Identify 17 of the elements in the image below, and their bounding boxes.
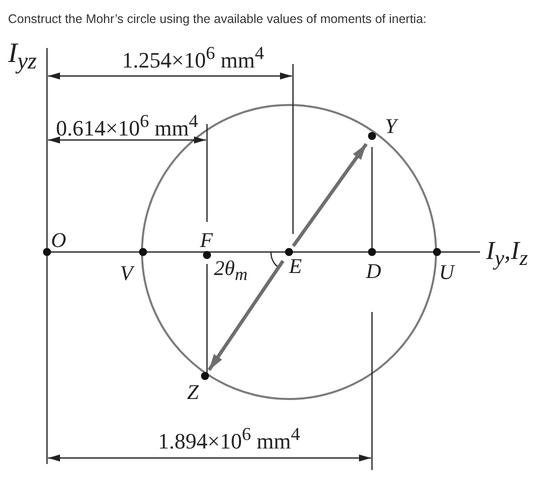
point-label: D — [366, 261, 382, 282]
dimension-text: 1.894×10$^{6}$ mm$^{4}$ — [158, 425, 300, 452]
arrow — [292, 142, 368, 248]
point-label: V — [120, 263, 133, 284]
angle-label: 2θ$_{m}$ — [214, 258, 248, 284]
axis-label: I$_{y}$,I$_{z}$ — [486, 238, 528, 270]
point-label: U — [439, 262, 454, 283]
point-label: F — [200, 230, 213, 251]
arrow — [208, 260, 284, 371]
point-label: O — [51, 230, 66, 251]
instruction-text: Construct the Mohr’s circle using the available values of moments of inertia: — [8, 12, 426, 26]
point-label: E — [289, 256, 302, 277]
axis-label: I$_{yz}$ — [8, 40, 37, 74]
point-label: Z — [187, 382, 199, 403]
dimension-text: 0.614×10$^{6}$ mm$^{4}$ — [56, 112, 198, 140]
point-label: Y — [385, 116, 397, 137]
dimension-text: 1.254×10$^{6}$ mm$^{4}$ — [122, 44, 264, 72]
